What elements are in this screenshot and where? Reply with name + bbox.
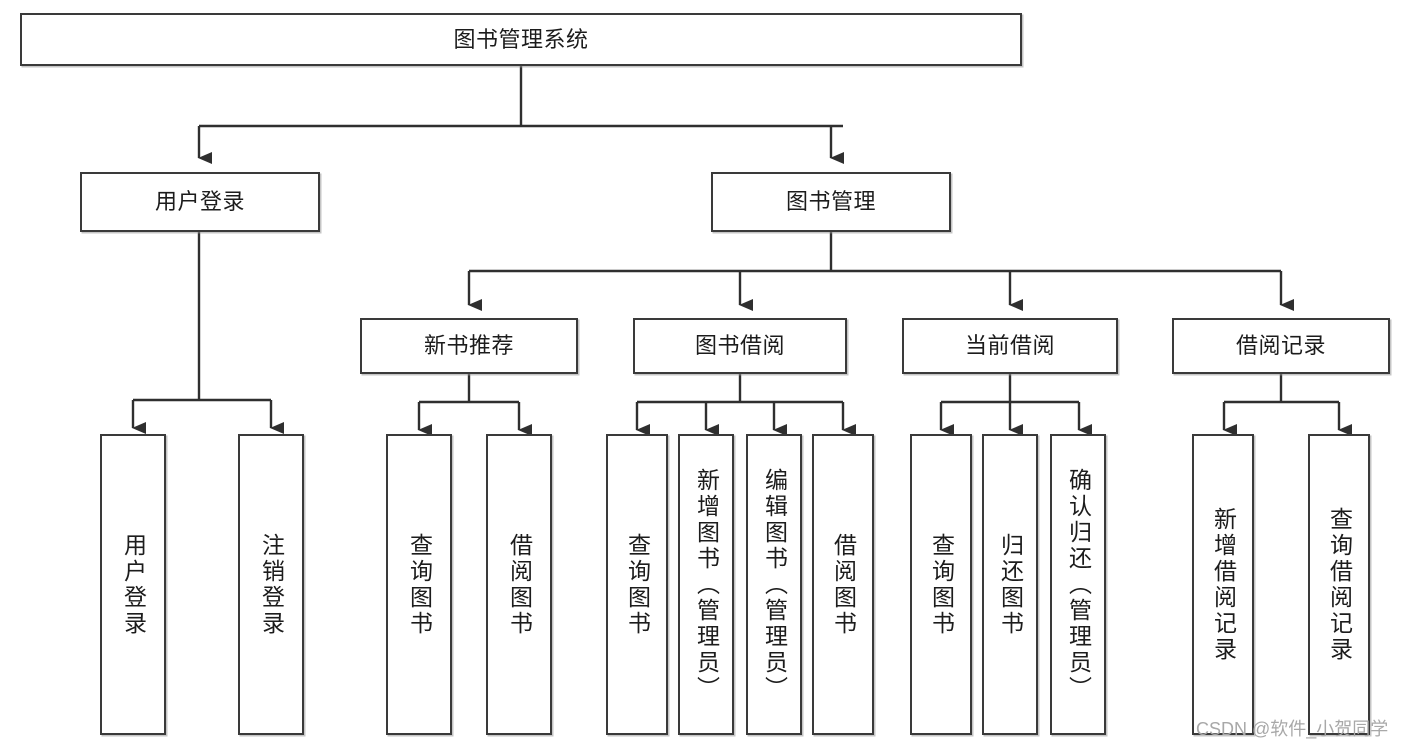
node-leaf-query-book-1-label: 查询图书 — [406, 532, 433, 637]
node-leaf-borrow-book-2[interactable]: 借阅图书 — [812, 434, 874, 735]
node-root-label: 图书管理系统 — [453, 26, 589, 52]
node-borrow-record[interactable]: 借阅记录 — [1172, 318, 1390, 374]
node-leaf-edit-book-label: 编辑图书（管理员） — [761, 467, 788, 702]
node-book-borrow[interactable]: 图书借阅 — [633, 318, 847, 374]
node-leaf-return-book-label: 归还图书 — [997, 532, 1024, 637]
node-leaf-add-record[interactable]: 新增借阅记录 — [1192, 434, 1254, 735]
node-leaf-user-login[interactable]: 用户登录 — [100, 434, 166, 735]
node-leaf-query-book-3-label: 查询图书 — [928, 532, 955, 637]
node-book-borrow-label: 图书借阅 — [694, 333, 785, 359]
node-leaf-logout-label: 注销登录 — [258, 532, 285, 637]
node-new-book-recommend[interactable]: 新书推荐 — [360, 318, 578, 374]
node-leaf-query-book-2[interactable]: 查询图书 — [606, 434, 668, 735]
node-book-manage-label: 图书管理 — [785, 189, 876, 215]
node-leaf-borrow-book-1[interactable]: 借阅图书 — [486, 434, 552, 735]
node-leaf-confirm-return-label: 确认归还（管理员） — [1065, 467, 1092, 702]
node-new-book-recommend-label: 新书推荐 — [423, 333, 514, 359]
node-leaf-query-record[interactable]: 查询借阅记录 — [1308, 434, 1370, 735]
node-leaf-logout[interactable]: 注销登录 — [238, 434, 304, 735]
node-leaf-add-book-label: 新增图书（管理员） — [693, 467, 720, 702]
node-leaf-add-book[interactable]: 新增图书（管理员） — [678, 434, 734, 735]
node-book-manage[interactable]: 图书管理 — [711, 172, 951, 232]
node-current-borrow[interactable]: 当前借阅 — [902, 318, 1118, 374]
node-leaf-query-book-1[interactable]: 查询图书 — [386, 434, 452, 735]
node-borrow-record-label: 借阅记录 — [1235, 333, 1326, 359]
node-leaf-user-login-label: 用户登录 — [120, 532, 147, 637]
node-current-borrow-label: 当前借阅 — [964, 333, 1055, 359]
node-user-login[interactable]: 用户登录 — [80, 172, 320, 232]
node-leaf-query-record-label: 查询借阅记录 — [1326, 506, 1353, 663]
node-root[interactable]: 图书管理系统 — [20, 13, 1022, 66]
csdn-watermark: CSDN @软件_小贺同学 — [1196, 719, 1389, 739]
node-leaf-return-book[interactable]: 归还图书 — [982, 434, 1038, 735]
node-leaf-borrow-book-2-label: 借阅图书 — [830, 532, 857, 637]
node-leaf-query-book-2-label: 查询图书 — [624, 532, 651, 637]
node-user-login-label: 用户登录 — [154, 189, 245, 215]
node-leaf-confirm-return[interactable]: 确认归还（管理员） — [1050, 434, 1106, 735]
node-leaf-borrow-book-1-label: 借阅图书 — [506, 532, 533, 637]
node-leaf-add-record-label: 新增借阅记录 — [1210, 506, 1237, 663]
node-leaf-query-book-3[interactable]: 查询图书 — [910, 434, 972, 735]
node-leaf-edit-book[interactable]: 编辑图书（管理员） — [746, 434, 802, 735]
